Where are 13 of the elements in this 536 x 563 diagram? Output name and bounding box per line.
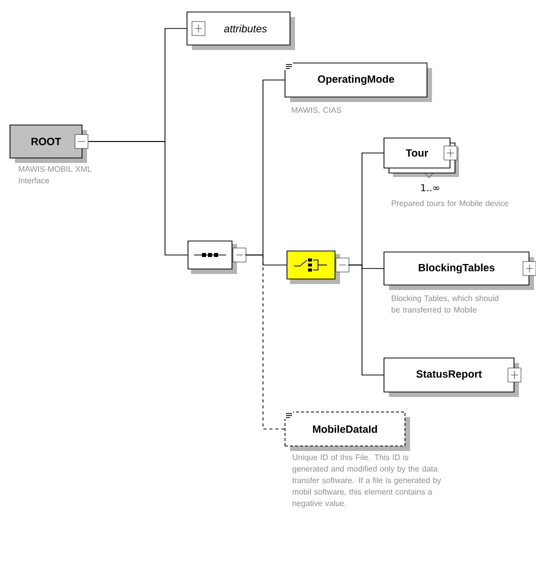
element-box: OperatingMode <box>284 62 432 102</box>
description-text: MAWIS-MOBIL XML Interface <box>18 166 92 184</box>
description-text: Unique ID of this File. This ID is generated and modified only by the data transfer software. If a file is generated by mobil software, this element contains a negative value. <box>292 454 442 508</box>
multiplicity-label: 1..∞ <box>421 184 440 192</box>
description-text: MAWIS, CIAS <box>292 107 342 114</box>
connector-line <box>88 141 188 256</box>
element-box: StatusReport <box>384 358 519 397</box>
element-box: BlockingTables <box>384 252 534 290</box>
element-box: MobileDataId <box>284 412 410 451</box>
description-text: Blocking Tables, which should be transferred to Mobile <box>392 295 498 313</box>
description-text: Prepared tours for Mobile device <box>392 200 508 208</box>
connector-line <box>348 264 384 376</box>
connector-line <box>245 254 285 430</box>
